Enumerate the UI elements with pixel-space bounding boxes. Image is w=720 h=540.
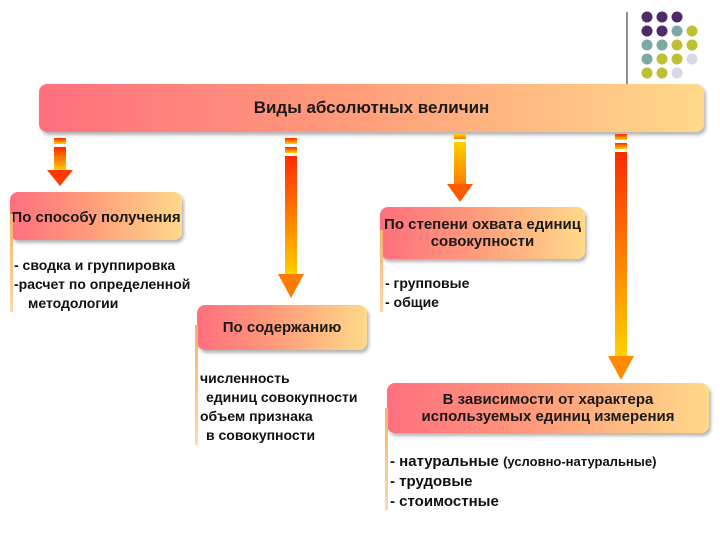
content-item-1: численность — [200, 370, 290, 386]
decorative-dot — [641, 11, 653, 23]
category-method-box: По способу получения — [10, 192, 182, 240]
arrow-to-content — [278, 138, 304, 298]
decorative-dot — [641, 53, 653, 65]
decorative-dot — [656, 39, 668, 51]
arrow-to-method — [47, 138, 73, 186]
decorative-vertical-line — [626, 12, 628, 98]
category-content-box: По содержанию — [197, 305, 367, 350]
content-item-3: объем признака — [200, 408, 313, 424]
character-item-1: - натуральные (условно-натуральные) — [390, 452, 656, 471]
method-item-1: - сводка и группировка — [14, 257, 176, 273]
decorative-dots — [641, 11, 698, 79]
character-item-1-note: (условно-натуральные) — [503, 454, 657, 469]
decorative-dot — [641, 39, 653, 51]
decorative-dot — [671, 25, 683, 37]
method-item-3: методологии — [28, 295, 119, 311]
decorative-dot — [641, 67, 653, 79]
category-coverage-box: По степени охвата единиц совокупности — [380, 207, 585, 259]
decorative-dot — [686, 25, 698, 37]
decorative-dot — [671, 53, 683, 65]
decorative-dot — [671, 11, 683, 23]
category-method-bar — [10, 214, 13, 312]
character-item-2: - трудовые — [390, 473, 473, 490]
decorative-dot — [686, 39, 698, 51]
decorative-dot — [671, 67, 683, 79]
category-content-bar — [195, 325, 198, 445]
arrow-to-coverage — [447, 134, 473, 202]
decorative-dot — [671, 39, 683, 51]
decorative-dot — [656, 53, 668, 65]
decorative-dot — [641, 25, 653, 37]
method-item-2: -расчет по определенной — [14, 276, 191, 292]
category-coverage-label: По степени охвата единиц совокупности — [384, 216, 581, 250]
content-item-4: в совокупности — [206, 427, 316, 443]
coverage-item-1: - групповые — [385, 275, 470, 291]
arrow-to-character — [608, 134, 634, 380]
category-coverage-bar — [380, 230, 383, 312]
content-item-2: единиц совокупности — [206, 389, 358, 405]
decorative-dot — [656, 11, 668, 23]
coverage-item-2: - общие — [385, 294, 439, 310]
decorative-dot — [656, 67, 668, 79]
category-character-box: В зависимости от характера используемых … — [387, 383, 709, 433]
decorative-dot — [686, 53, 698, 65]
diagram-title-box: Виды абсолютных величин — [39, 84, 704, 132]
character-item-3: - стоимостные — [390, 493, 499, 510]
diagram-title: Виды абсолютных величин — [253, 98, 490, 117]
category-method-label: По способу получения — [11, 208, 181, 226]
category-content-label: По содержанию — [222, 319, 342, 336]
category-character-bar — [385, 408, 388, 510]
decorative-dot — [656, 25, 668, 37]
character-item-1-main: - натуральные — [390, 453, 499, 470]
category-character-label: В зависимости от характера используемых … — [421, 391, 675, 425]
